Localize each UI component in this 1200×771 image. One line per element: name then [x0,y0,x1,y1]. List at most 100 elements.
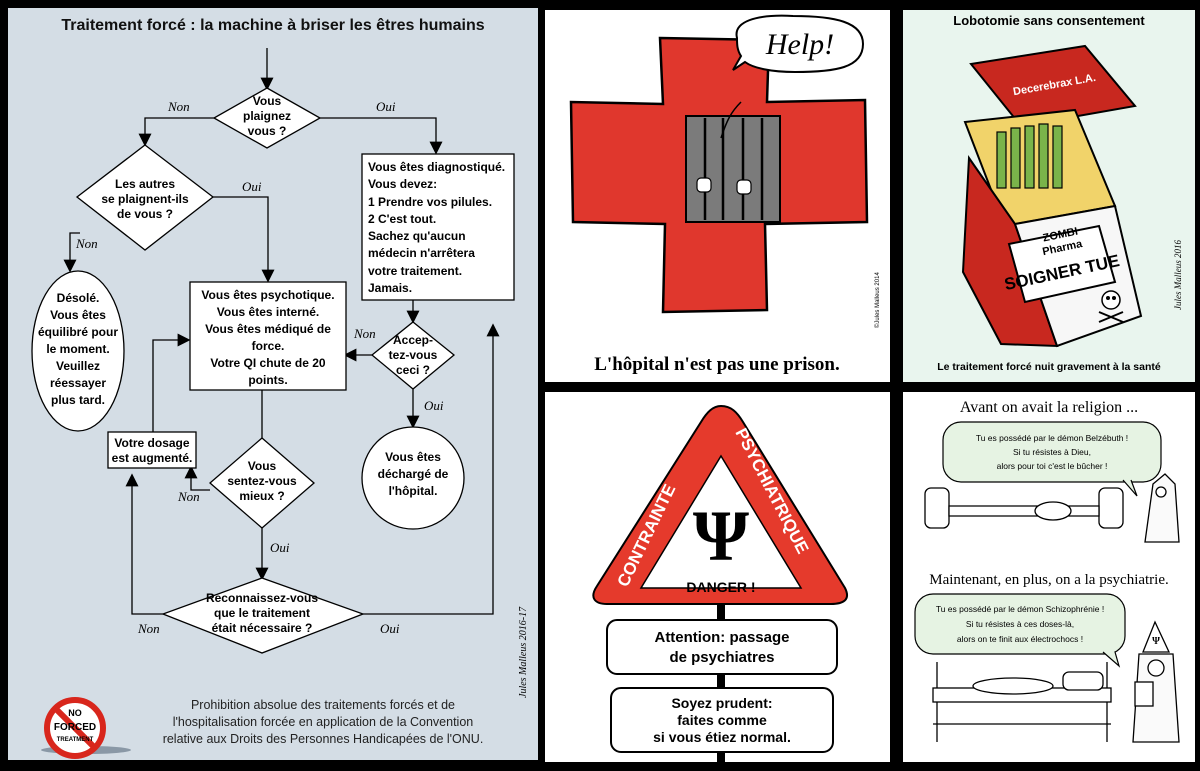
logo-line: TREATMENT [57,737,94,743]
recognize-line: que le traitement [214,606,310,620]
diagnosed-line: Jamais. [368,281,412,295]
sign-board-2 [610,687,834,753]
dosage-box [107,431,197,469]
q2-line: se plaignent-ils [101,192,189,206]
sorry-line: équilibré pour [38,325,118,339]
branch-label-oui: Oui [380,621,400,636]
sorry-line: réessayer [50,376,106,390]
branch-label-oui: Oui [424,398,444,413]
hospital-bed-scene [932,662,1112,742]
accept-line: Accep- [393,333,433,347]
heading-religion: Avant on avait la religion ... [960,399,1138,416]
better-line: Vous [248,459,277,473]
psychiatrist-figure [1132,620,1180,743]
logo-line: FORCED [54,722,96,733]
danger-sign-svg: CONTRAINTE PSYCHIATRIQUE Ψ DANGER ! Atte… [592,404,849,762]
vials [996,123,1063,189]
sorry-line: Désolé. [57,291,100,305]
psychotic-box [189,281,347,391]
diagnosed-line: médecin n'arrêtera [368,246,475,260]
discharged-circle [361,426,465,530]
branch-label-oui: Oui [242,179,262,194]
dosage-line: est augmenté. [112,451,193,465]
accept-line: tez-vous [389,348,438,362]
flowchart-signature: Jules Malleus 2016-17 [518,606,529,698]
footer-line: Prohibition absolue des traitements forc… [191,698,455,712]
cigarette-signature: Jules Malleus 2016 [1173,240,1183,310]
help-text: Help! [765,28,834,61]
mitre-psi-icon: Ψ [1152,636,1160,647]
flowchart-svg: Traitement forcé : la machine à briser l… [31,17,529,759]
pack-label [1007,224,1117,304]
recognize-line: Reconnaissez-vous [206,591,318,605]
bubble1-line: alors pour toi c'est le bûcher ! [997,461,1108,471]
religion-svg: Avant on avait la religion ... Tu es pos… [914,399,1180,743]
discharged-line: l'hôpital. [389,484,438,498]
bubble2-line: Si tu résistes à ces doses-là, [966,619,1074,629]
sorry-line: Veuillez [56,359,100,373]
diagnosed-line: votre traitement. [368,264,462,278]
bubble1-line: Tu es possédé par le démon Belzébuth ! [976,433,1128,443]
heading-psychiatry: Maintenant, en plus, on a la psychiatrie… [929,572,1169,588]
board2-line: Soyez prudent: [671,695,772,711]
dosage-line: Votre dosage [114,436,189,450]
prisoner-hands [696,177,752,195]
recognize-line: était nécessaire ? [212,621,313,635]
psi-icon: Ψ [693,496,749,576]
pack-lid [969,44,1137,128]
question-others-diamond [75,144,215,251]
prison-window [685,115,781,223]
branch-label-oui: Oui [270,540,290,555]
cross-caption: L'hôpital n'est pas une prison. [594,354,840,375]
branch-label-non: Non [353,326,376,341]
diagnosed-line: Vous devez: [368,177,437,191]
bubble2-line: Tu es possédé par le démon Schizophrénie… [936,604,1104,614]
diagnosed-line: 1 Prendre vos pilules. [368,195,492,209]
branch-label-non: Non [75,236,98,251]
help-speech-bubble [732,14,865,74]
red-cross-panel: Help! ©Jules Malleus 2014 L'hôpital n'es… [545,10,890,382]
cigarette-panel: Lobotomie sans consentement Decerebrax L… [903,10,1195,382]
branch-label-oui: Oui [376,99,396,114]
board2-line: si vous étiez normal. [653,729,791,745]
rack-torture-scene [924,473,1180,543]
flowchart-title: Traitement forcé : la machine à briser l… [61,17,484,34]
sorry-line: plus tard. [51,393,105,407]
religion-panel: Avant on avait la religion ... Tu es pos… [903,392,1195,762]
cigarette-svg: Lobotomie sans consentement Decerebrax L… [937,13,1183,373]
sorry-line: Vous êtes [50,308,106,322]
cigarette-caption: Le traitement forcé nuit gravement à la … [937,361,1161,373]
psychotic-line: Vous êtes psychotique. [201,288,334,302]
sorry-oval [31,270,125,432]
discharged-line: Vous êtes [385,450,441,464]
psychotic-line: Votre QI chute de 20 [210,356,325,370]
branch-label-non: Non [167,99,190,114]
diagnosed-box [361,153,515,301]
psychotic-line: force. [252,339,285,353]
bubble1-line: Si tu résistes à Dieu, [1013,447,1091,457]
q1-line: Vous [253,94,282,108]
discharged-line: déchargé de [378,467,449,481]
question-complain-diamond [212,87,322,149]
better-line: mieux ? [239,489,284,503]
no-forced-treatment-logo: NO FORCED TREATMENT [41,697,131,759]
prison-bars [703,118,764,220]
red-cross-svg: Help! ©Jules Malleus 2014 L'hôpital n'es… [569,14,881,375]
flowchart-panel: Traitement forcé : la machine à briser l… [8,8,538,760]
board1-line: de psychiatres [669,649,774,666]
footer-line: l'hospitalisation forcée en application … [173,715,474,729]
danger-sign-panel: CONTRAINTE PSYCHIATRIQUE Ψ DANGER ! Atte… [545,392,890,762]
question-recognize-diamond [161,577,365,654]
danger-text: DANGER ! [686,579,755,595]
speech-bubble-2 [914,593,1126,655]
skull-icon [1098,290,1124,323]
board2-line: faites comme [677,712,767,728]
branch-label-non: Non [177,489,200,504]
sorry-line: le moment. [46,342,109,356]
warning-triangle-inner [639,454,803,589]
diagnosed-line: Sachez qu'aucun [368,229,466,243]
question-better-diamond [209,437,315,529]
question-accept-diamond [370,321,456,390]
accept-line: ceci ? [396,363,430,377]
q1-line: plaignez [243,109,291,123]
